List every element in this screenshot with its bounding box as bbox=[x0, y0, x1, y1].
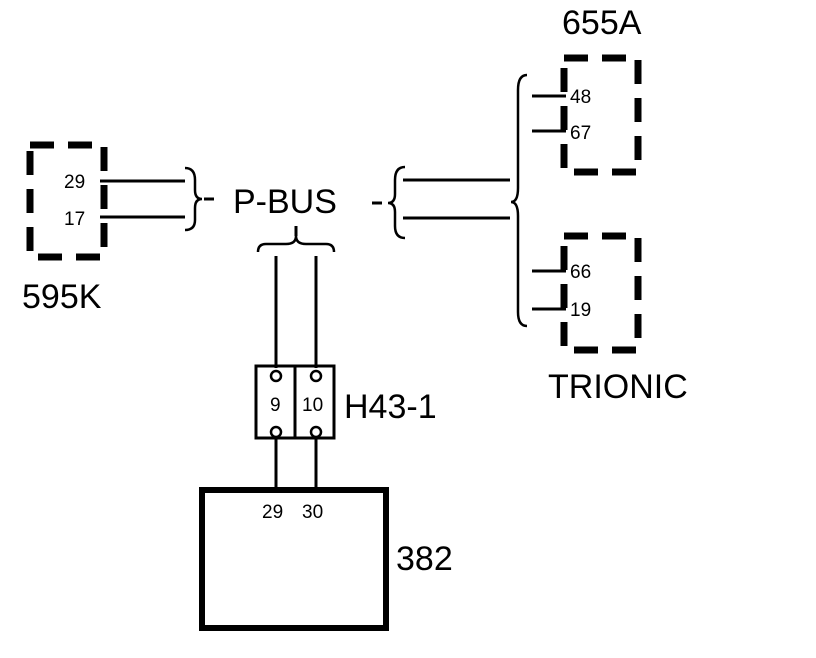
pin-h43-9: 9 bbox=[270, 395, 281, 416]
pin-655a-67: 67 bbox=[570, 123, 591, 144]
connector-655a: 655A 48 67 bbox=[532, 4, 642, 176]
connector-595k: 29 17 595K bbox=[22, 141, 108, 316]
connector-595k-label: 595K bbox=[22, 278, 102, 316]
module-382-box bbox=[199, 487, 389, 631]
connector-595k-box bbox=[26, 141, 108, 261]
brace-bus-bottom bbox=[256, 235, 336, 253]
brace-bus-right bbox=[387, 165, 406, 240]
connector-trionic: 66 19 TRIONIC bbox=[532, 232, 688, 406]
pin-655a-48: 48 bbox=[570, 87, 591, 108]
terminal-h43-10-top bbox=[309, 369, 323, 383]
pin-trionic-19: 19 bbox=[570, 300, 591, 321]
brace-595k bbox=[184, 166, 203, 232]
module-382-label: 382 bbox=[396, 540, 453, 578]
pin-595k-17: 17 bbox=[64, 209, 85, 230]
pin-382-29: 29 bbox=[262, 502, 283, 523]
terminal-h43-9-bottom bbox=[269, 425, 283, 439]
connector-trionic-box bbox=[560, 232, 642, 354]
terminal-h43-10-bottom bbox=[309, 425, 323, 439]
bus-label: P-BUS bbox=[233, 183, 337, 221]
pin-trionic-66: 66 bbox=[570, 262, 591, 283]
pin-h43-10: 10 bbox=[302, 395, 323, 416]
brace-split bbox=[510, 73, 528, 328]
pin-595k-29: 29 bbox=[64, 172, 85, 193]
module-382: 29 30 382 bbox=[199, 487, 453, 631]
pin-382-30: 30 bbox=[302, 502, 323, 523]
connector-h43-1: 9 10 H43-1 bbox=[254, 364, 437, 440]
connector-655a-box bbox=[560, 54, 642, 176]
connector-trionic-label: TRIONIC bbox=[548, 368, 688, 406]
connector-655a-label: 655A bbox=[562, 4, 642, 42]
terminal-h43-9-top bbox=[269, 369, 283, 383]
connector-h43-label: H43-1 bbox=[344, 388, 437, 426]
